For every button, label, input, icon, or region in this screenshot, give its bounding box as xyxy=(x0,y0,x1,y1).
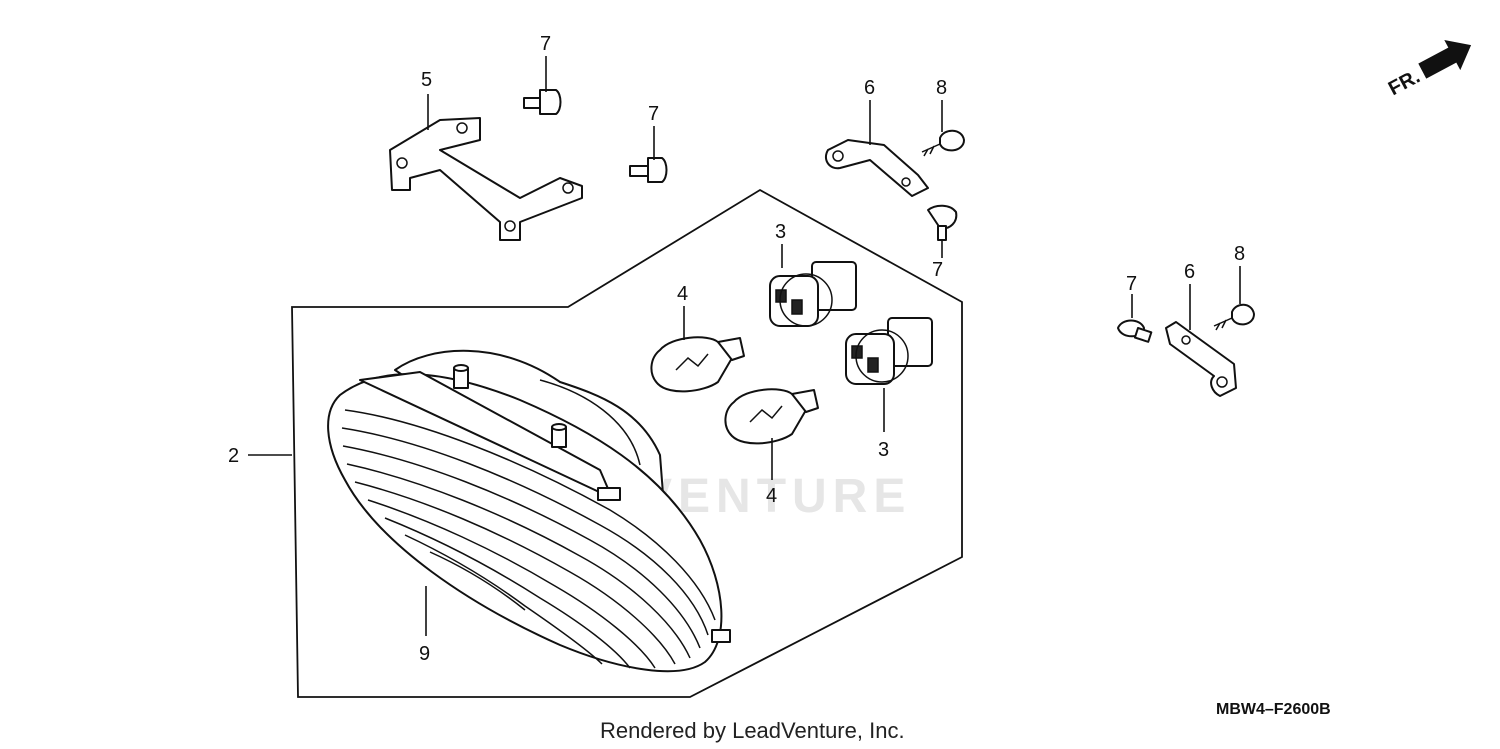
bulb-socket-3-upper[interactable] xyxy=(769,261,857,327)
callout-4-upper: 4 xyxy=(677,283,688,305)
callout-7-middle: 7 xyxy=(648,103,659,125)
callout-8-upper: 8 xyxy=(936,77,947,99)
bulb-4-lower[interactable] xyxy=(724,388,819,445)
callout-7-right-upper: 7 xyxy=(932,259,943,281)
callout-6-upper: 6 xyxy=(864,77,875,99)
mounting-stay-5[interactable] xyxy=(389,117,583,241)
bulb-socket-3-lower[interactable] xyxy=(845,317,933,385)
diagram-code: MBW4–F2600B xyxy=(1216,701,1331,718)
callout-3-upper: 3 xyxy=(775,221,786,243)
callout-7-far-right: 7 xyxy=(1126,273,1137,295)
leader-lines xyxy=(248,56,1241,636)
render-credit: Rendered by LeadVenture, Inc. xyxy=(600,718,905,743)
callout-2: 2 xyxy=(228,445,239,467)
callout-3-lower: 3 xyxy=(878,439,889,461)
tail-lamp-lens[interactable] xyxy=(327,349,731,673)
bolt-7-far-right[interactable] xyxy=(1117,319,1153,343)
front-direction-label: FR. xyxy=(1385,66,1424,101)
bolt-7-right-upper[interactable] xyxy=(927,204,958,241)
bolt-7-middle[interactable] xyxy=(629,157,668,183)
bolt-7-top[interactable] xyxy=(523,89,562,115)
bulb-4-upper[interactable] xyxy=(650,336,745,393)
callout-7-top: 7 xyxy=(540,33,551,55)
bracket-6-upper[interactable] xyxy=(824,139,929,197)
callout-5: 5 xyxy=(421,69,432,91)
callout-8-lower: 8 xyxy=(1234,243,1245,265)
assembly-frame xyxy=(291,188,963,698)
front-direction-indicator: FR. xyxy=(1385,40,1472,101)
bracket-6-lower[interactable] xyxy=(1165,321,1237,397)
screw-8-upper[interactable] xyxy=(921,129,965,157)
callout-4-lower: 4 xyxy=(766,485,777,507)
callout-6-lower: 6 xyxy=(1184,261,1195,283)
front-direction-arrow-icon xyxy=(1418,40,1472,79)
callout-9: 9 xyxy=(419,643,430,665)
screw-8-lower[interactable] xyxy=(1213,303,1255,331)
